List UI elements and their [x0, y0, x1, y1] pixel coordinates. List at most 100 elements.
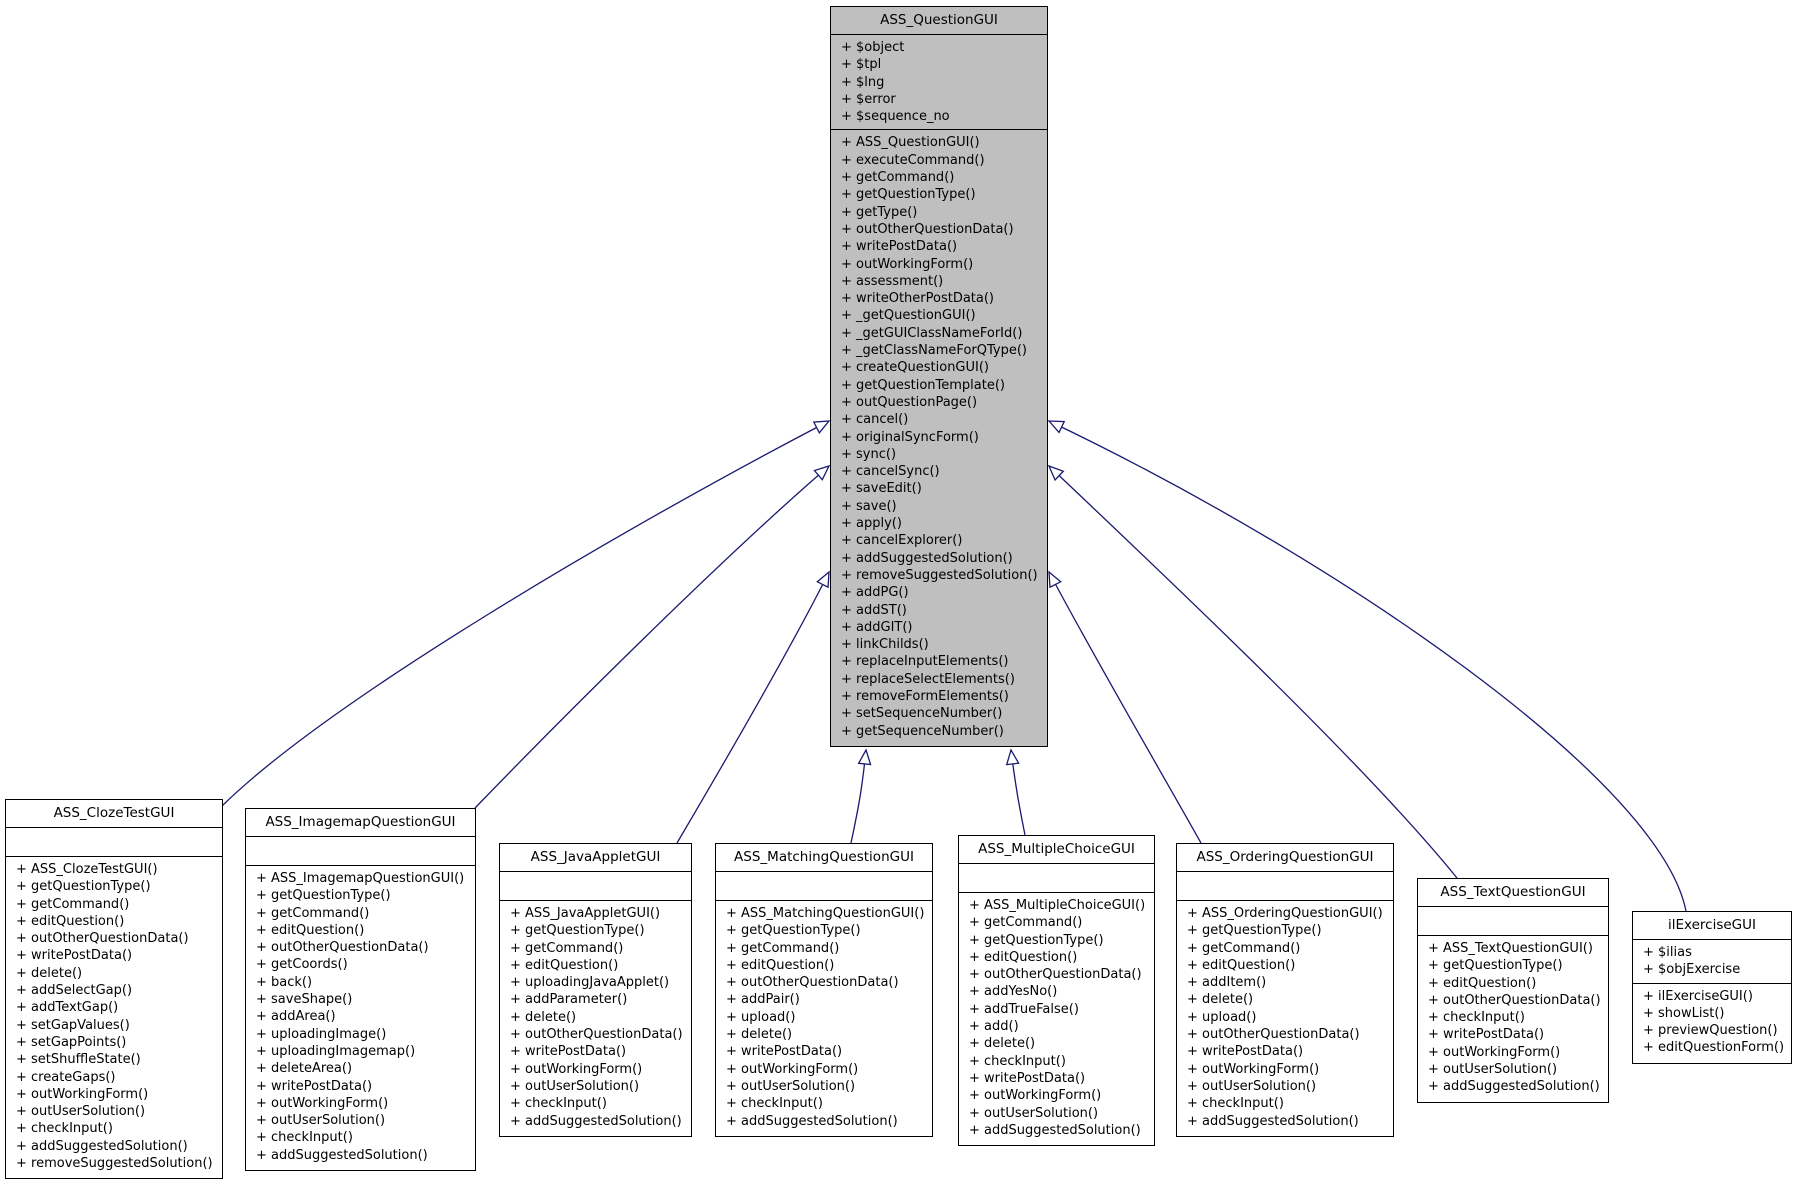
method-list: + ASS_QuestionGUI()+ executeCommand()+ g…: [831, 130, 1047, 745]
class-box-ass-clozetestgui[interactable]: ASS_ClozeTestGUI + ASS_ClozeTestGUI()+ g…: [5, 799, 223, 1180]
edge-ilexercise: [1048, 420, 1687, 912]
method: + outUserSolution(): [16, 1104, 146, 1120]
method: + addPG(): [841, 585, 909, 601]
class-name: ASS_ClozeTestGUI: [6, 800, 222, 828]
attribute: + $error: [841, 91, 896, 107]
method: + showList(): [1643, 1005, 1725, 1021]
method: + checkInput(): [256, 1130, 353, 1146]
attribute-list: [246, 837, 475, 866]
class-box-ass-textquestiongui[interactable]: ASS_TextQuestionGUI + ASS_TextQuestionGU…: [1417, 878, 1609, 1103]
method: + getCommand(): [969, 915, 1083, 931]
class-box-ass-multiplechoicegui[interactable]: ASS_MultipleChoiceGUI + ASS_MultipleChoi…: [958, 835, 1155, 1147]
attribute: + $ilias: [1643, 945, 1692, 960]
method: + getQuestionType(): [16, 879, 151, 895]
method: + ASS_MultipleChoiceGUI(): [969, 898, 1146, 913]
method: + replaceInputElements(): [841, 654, 1009, 670]
attribute-list: [959, 864, 1154, 893]
method: + addST(): [841, 602, 907, 618]
method: + checkInput(): [726, 1096, 823, 1112]
method: + writePostData(): [256, 1078, 373, 1094]
attribute-list: + $object+ $tpl+ $lng+ $error+ $sequence…: [831, 35, 1047, 131]
method: + createGaps(): [16, 1069, 116, 1085]
method: + back(): [256, 974, 313, 990]
method: + outOtherQuestionData(): [16, 931, 189, 947]
method: + addSuggestedSolution(): [969, 1122, 1141, 1138]
method: + ASS_QuestionGUI(): [841, 135, 980, 151]
edge-multiplechoice-arrowhead: [1005, 748, 1020, 766]
method: + outUserSolution(): [510, 1078, 640, 1094]
class-name: ASS_OrderingQuestionGUI: [1177, 844, 1393, 872]
method: + addItem(): [1187, 975, 1267, 991]
method: + delete(): [510, 1009, 577, 1025]
method: + ilExerciseGUI(): [1643, 988, 1753, 1004]
edge-imagemap-arrowhead: [813, 464, 831, 481]
method: + getCoords(): [256, 957, 348, 973]
method: + uploadingJavaApplet(): [510, 975, 670, 991]
method: + editQuestion(): [256, 922, 365, 938]
edge-javaapplet: [676, 571, 830, 844]
method: + replaceSelectElements(): [841, 671, 1015, 687]
method: + addArea(): [256, 1009, 336, 1025]
class-box-ass-imagemapquestiongui[interactable]: ASS_ImagemapQuestionGUI + ASS_ImagemapQu…: [245, 808, 476, 1172]
method: + setGapPoints(): [16, 1034, 127, 1050]
method: + _getClassNameForQType(): [841, 343, 1027, 359]
attribute: + $lng: [841, 74, 885, 90]
class-box-ass-orderingquestiongui[interactable]: ASS_OrderingQuestionGUI + ASS_OrderingQu…: [1176, 843, 1394, 1137]
class-name: ilExerciseGUI: [1633, 912, 1791, 940]
method: + setShuffleState(): [16, 1052, 141, 1068]
method: + createQuestionGUI(): [841, 360, 990, 376]
edge-clozetest-arrowhead: [812, 420, 831, 434]
edge-ordering: [1048, 571, 1202, 844]
class-name: ASS_MatchingQuestionGUI: [716, 844, 932, 872]
method: + cancel(): [841, 412, 909, 428]
method: + outUserSolution(): [969, 1105, 1099, 1121]
method: + ASS_ImagemapQuestionGUI(): [256, 871, 465, 886]
method: + getQuestionType(): [256, 888, 391, 904]
method: + addSelectGap(): [16, 983, 133, 999]
method: + apply(): [841, 516, 902, 532]
attribute: + $object: [841, 40, 905, 55]
method: + outUserSolution(): [1187, 1078, 1317, 1094]
method: + setSequenceNumber(): [841, 706, 1003, 722]
method: + writePostData(): [726, 1044, 843, 1060]
method: + getSequenceNumber(): [841, 723, 1004, 739]
edge-matching-arrowhead: [857, 748, 872, 766]
method: + getCommand(): [16, 896, 130, 912]
method: + writeOtherPostData(): [841, 291, 995, 307]
method: + sync(): [841, 446, 897, 462]
attribute-list: [1177, 872, 1393, 901]
method: + getQuestionType(): [1187, 923, 1322, 939]
method: + outOtherQuestionData(): [841, 221, 1014, 237]
method: + assessment(): [841, 273, 944, 289]
method: + outWorkingForm(): [726, 1061, 859, 1077]
method-list: + ASS_MatchingQuestionGUI()+ getQuestion…: [716, 901, 932, 1136]
method: + upload(): [1187, 1009, 1257, 1025]
method: + outWorkingForm(): [1187, 1061, 1320, 1077]
class-name: ASS_ImagemapQuestionGUI: [246, 809, 475, 837]
method: + deleteArea(): [256, 1061, 353, 1077]
method: + editQuestion(): [1187, 957, 1296, 973]
method: + editQuestion(): [969, 949, 1078, 965]
method: + outWorkingForm(): [1428, 1044, 1561, 1060]
method: + outUserSolution(): [726, 1078, 856, 1094]
method-list: + ASS_OrderingQuestionGUI()+ getQuestion…: [1177, 901, 1393, 1136]
method: + addSuggestedSolution(): [256, 1147, 428, 1163]
attribute-list: [1418, 907, 1608, 936]
class-box-ass-questiongui[interactable]: ASS_QuestionGUI + $object+ $tpl+ $lng+ $…: [830, 6, 1048, 747]
class-box-ass-matchingquestiongui[interactable]: ASS_MatchingQuestionGUI + ASS_MatchingQu…: [715, 843, 933, 1137]
method: + getCommand(): [510, 940, 624, 956]
method: + outUserSolution(): [1428, 1062, 1558, 1078]
method: + addTextGap(): [16, 1000, 119, 1016]
method: + checkInput(): [16, 1121, 113, 1137]
method: + getQuestionType(): [1428, 958, 1563, 974]
method: + upload(): [726, 1009, 796, 1025]
method: + outWorkingForm(): [510, 1061, 643, 1077]
method: + setGapValues(): [16, 1017, 130, 1033]
class-box-ass-javaappletgui[interactable]: ASS_JavaAppletGUI + ASS_JavaAppletGUI()+…: [499, 843, 692, 1137]
class-box-ilexercisegui[interactable]: ilExerciseGUI + $ilias+ $objExercise + i…: [1632, 911, 1792, 1064]
method-list: + ASS_MultipleChoiceGUI() + getCommand() +…: [959, 893, 1154, 1145]
method: + editQuestion(): [1428, 975, 1537, 991]
method: + delete(): [1187, 992, 1254, 1008]
method: + uploadingImagemap(): [256, 1043, 416, 1059]
